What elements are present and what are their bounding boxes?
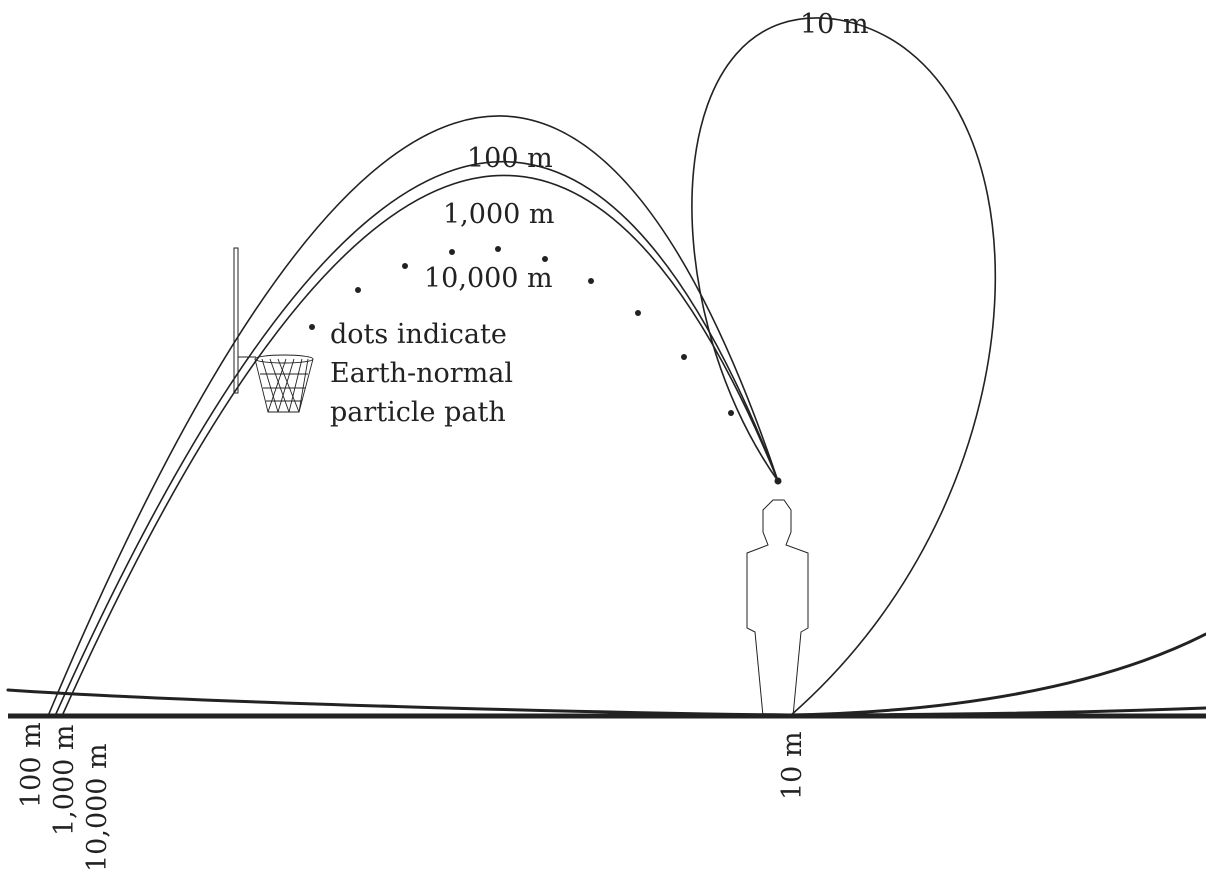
label-10000m: 10,000 m <box>424 263 553 294</box>
path-dot <box>495 246 501 252</box>
ground-curve-right-steep <box>788 632 1206 717</box>
trajectory-1000m <box>54 160 779 717</box>
note-line-1: dots indicate <box>330 319 507 350</box>
basket-net <box>254 354 314 413</box>
ground-label-100m: 100 m <box>16 722 47 808</box>
path-dot <box>681 354 687 360</box>
earth-normal-dots <box>309 246 782 485</box>
ground-label-10000m: 10,000 m <box>82 743 113 872</box>
person-silhouette <box>746 499 809 717</box>
trajectory-100m <box>47 115 779 717</box>
ground-curve-left <box>6 688 792 717</box>
backboard <box>233 247 239 394</box>
path-dot <box>309 324 315 330</box>
ground-label-10m: 10 m <box>777 731 808 800</box>
path-dot <box>635 310 641 316</box>
trajectory-10m-loop <box>691 17 997 717</box>
ground-curve-right-shallow <box>788 706 1206 717</box>
trajectory-10000m <box>61 174 779 717</box>
launch-point <box>774 477 782 485</box>
note-line-2: Earth-normal <box>330 358 513 389</box>
path-dot <box>542 256 548 262</box>
label-10m-loop: 10 m <box>800 9 869 40</box>
label-1000m: 1,000 m <box>443 199 554 230</box>
path-dot <box>449 249 455 255</box>
path-dot <box>728 410 734 416</box>
label-100m: 100 m <box>467 143 553 174</box>
path-dot <box>355 287 361 293</box>
path-dot <box>588 278 594 284</box>
note-line-3: particle path <box>330 397 506 428</box>
ground-label-1000m: 1,000 m <box>49 725 80 836</box>
path-dot <box>402 263 408 269</box>
